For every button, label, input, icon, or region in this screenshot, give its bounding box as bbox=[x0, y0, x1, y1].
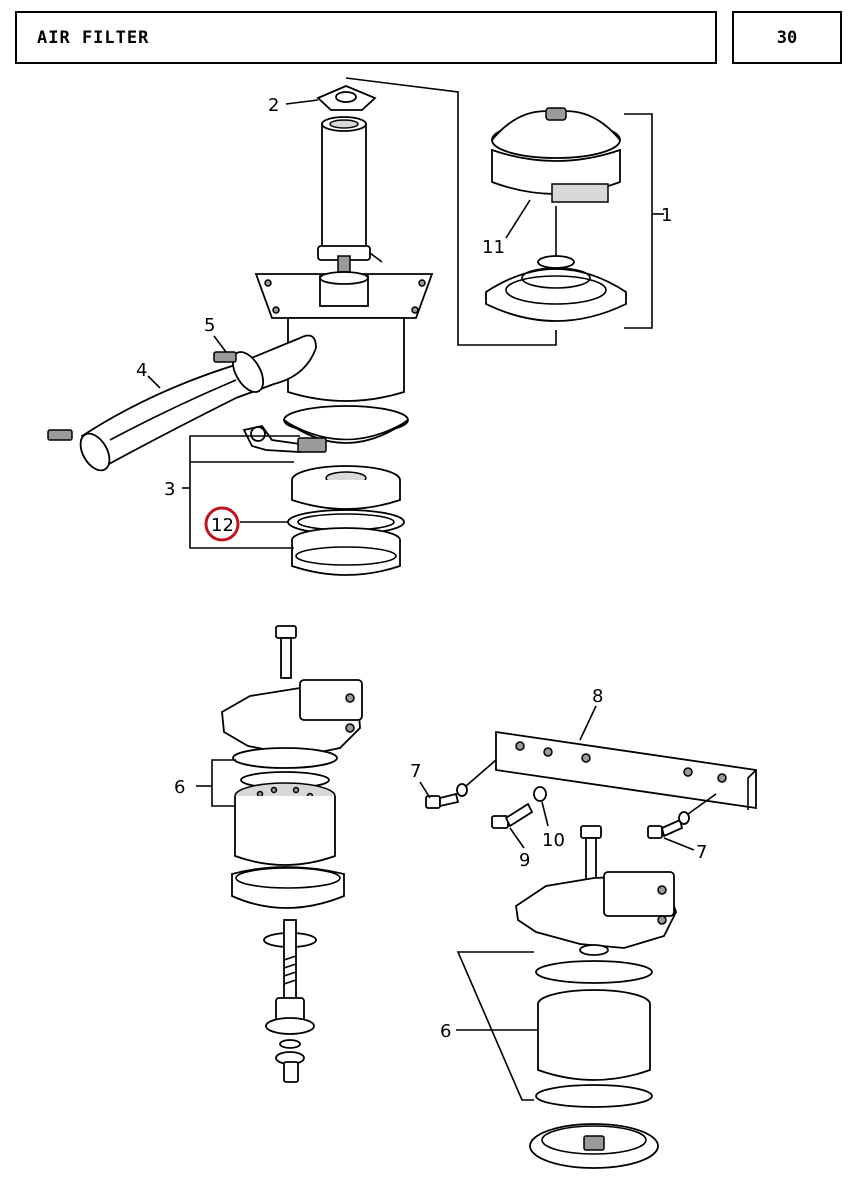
leader-7a-link bbox=[465, 759, 497, 787]
bracket-1 bbox=[624, 113, 653, 329]
leader-10 bbox=[541, 801, 549, 827]
part-7-bolt-right bbox=[647, 811, 690, 839]
callout-1: 1 bbox=[661, 205, 672, 226]
callout-8: 8 bbox=[592, 686, 603, 707]
page-number-box: 30 bbox=[732, 11, 842, 64]
connector-precleaner bbox=[345, 77, 557, 346]
leader-7a bbox=[419, 781, 431, 799]
leader-2 bbox=[285, 99, 319, 105]
callout-10: 10 bbox=[542, 830, 565, 851]
callout-3: 3 bbox=[164, 479, 175, 500]
part-1-precleaner bbox=[485, 107, 627, 322]
title-box: AIR FILTER bbox=[15, 11, 717, 64]
callout-6a: 6 bbox=[174, 777, 185, 798]
leader-5 bbox=[213, 335, 227, 353]
leader-9 bbox=[509, 827, 525, 849]
callout-7a: 7 bbox=[410, 761, 421, 782]
part-3-secondary-element bbox=[291, 527, 401, 576]
part-8-bracket-rail bbox=[495, 730, 757, 810]
clamp-wing-bolt bbox=[242, 424, 327, 453]
leader-7b bbox=[663, 837, 695, 851]
part-9-bolt bbox=[491, 802, 534, 829]
leader-11 bbox=[505, 199, 531, 239]
callout-7b: 7 bbox=[696, 842, 707, 863]
bracket-3 bbox=[189, 435, 300, 549]
intake-pipe bbox=[317, 116, 383, 273]
bracket-6a bbox=[211, 759, 236, 807]
fuel-filter-left bbox=[221, 625, 363, 1083]
callout-2: 2 bbox=[268, 95, 279, 116]
leader-7b-link bbox=[687, 793, 717, 815]
callout-6b: 6 bbox=[440, 1021, 451, 1042]
part-3-primary-element bbox=[291, 465, 401, 510]
callout-4: 4 bbox=[136, 360, 147, 381]
page-title: AIR FILTER bbox=[37, 28, 150, 48]
callout-11: 11 bbox=[482, 237, 505, 258]
fuel-filter-right bbox=[515, 825, 677, 1169]
callout-9: 9 bbox=[519, 850, 530, 871]
part-4-hose bbox=[47, 334, 317, 472]
part-10-washer bbox=[533, 786, 547, 802]
mounting-plate bbox=[254, 271, 434, 319]
filter-housing bbox=[283, 317, 409, 444]
callout-12: 12 bbox=[211, 515, 234, 536]
leader-8 bbox=[579, 705, 597, 741]
highlight-circle bbox=[204, 506, 240, 542]
part-7-bolt-left bbox=[425, 783, 468, 809]
part-2-rain-cap bbox=[316, 85, 377, 111]
page-number: 30 bbox=[776, 28, 798, 48]
bracket-6b bbox=[456, 951, 534, 1101]
leader-4 bbox=[147, 375, 161, 389]
callout-5: 5 bbox=[204, 315, 215, 336]
